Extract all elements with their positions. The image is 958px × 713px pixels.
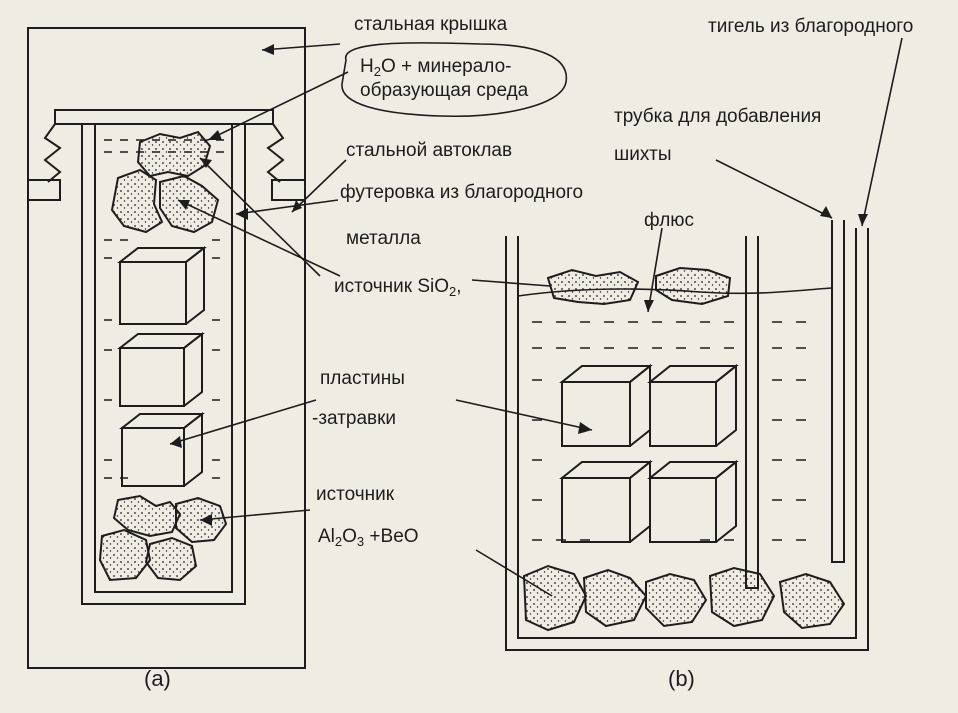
steel-lid bbox=[54, 109, 274, 125]
arrowheads-b bbox=[578, 206, 868, 434]
arrows-b bbox=[455, 37, 903, 597]
label-tube-line1: трубка для добавления bbox=[614, 106, 822, 127]
seed-plate-a3 bbox=[119, 411, 205, 487]
lid-threads bbox=[43, 123, 285, 183]
label-al2o3-beo: Al2O3 +BeO bbox=[318, 526, 419, 549]
label-seed-plates-line2: -затравки bbox=[312, 408, 397, 429]
arrowheads-a bbox=[170, 44, 302, 526]
flux-dashes bbox=[532, 321, 806, 541]
caption-a: (a) bbox=[144, 666, 171, 691]
label-tube-line2: шихты bbox=[614, 144, 672, 165]
caption-b: (b) bbox=[668, 666, 695, 691]
noble-metal-crucible bbox=[505, 228, 869, 651]
label-lining-line1: футеровка из благородного bbox=[340, 182, 584, 203]
label-flux: флюс bbox=[644, 210, 695, 231]
label-lining-line2: металла bbox=[346, 228, 421, 249]
label-steel-autoclave: стальной автоклав bbox=[346, 140, 513, 161]
label-seed-plates-line1: пластины bbox=[320, 368, 405, 389]
label-h2o-medium-line2: образующая среда bbox=[360, 80, 529, 101]
charge-addition-tube bbox=[831, 220, 845, 563]
seed-plate-b2 bbox=[647, 363, 739, 447]
callout-ellipse bbox=[341, 41, 568, 118]
sio2-floating-lumps bbox=[546, 266, 732, 306]
seed-plate-b4 bbox=[647, 459, 739, 543]
sio2-source-lumps bbox=[110, 130, 220, 234]
al2o3-beo-lumps-a bbox=[98, 494, 228, 582]
noble-metal-lining bbox=[81, 123, 246, 605]
steel-autoclave-body bbox=[27, 27, 306, 669]
label-sio2-source: источник SiO2, bbox=[334, 276, 462, 299]
label-source: источник bbox=[316, 484, 395, 505]
label-h2o-medium-line1: H2O + минерало- bbox=[360, 56, 512, 79]
seed-plate-a1 bbox=[117, 245, 207, 325]
al2o3-beo-lumps-b bbox=[522, 564, 846, 632]
arrows-a bbox=[169, 43, 349, 521]
seed-plate-a2 bbox=[117, 331, 205, 407]
label-crucible: тигель из благородного bbox=[708, 16, 914, 37]
seed-plate-b3 bbox=[559, 459, 653, 543]
inner-tube bbox=[745, 236, 759, 589]
label-steel-lid: стальная крышка bbox=[354, 14, 508, 35]
seed-plate-b1 bbox=[559, 363, 653, 447]
